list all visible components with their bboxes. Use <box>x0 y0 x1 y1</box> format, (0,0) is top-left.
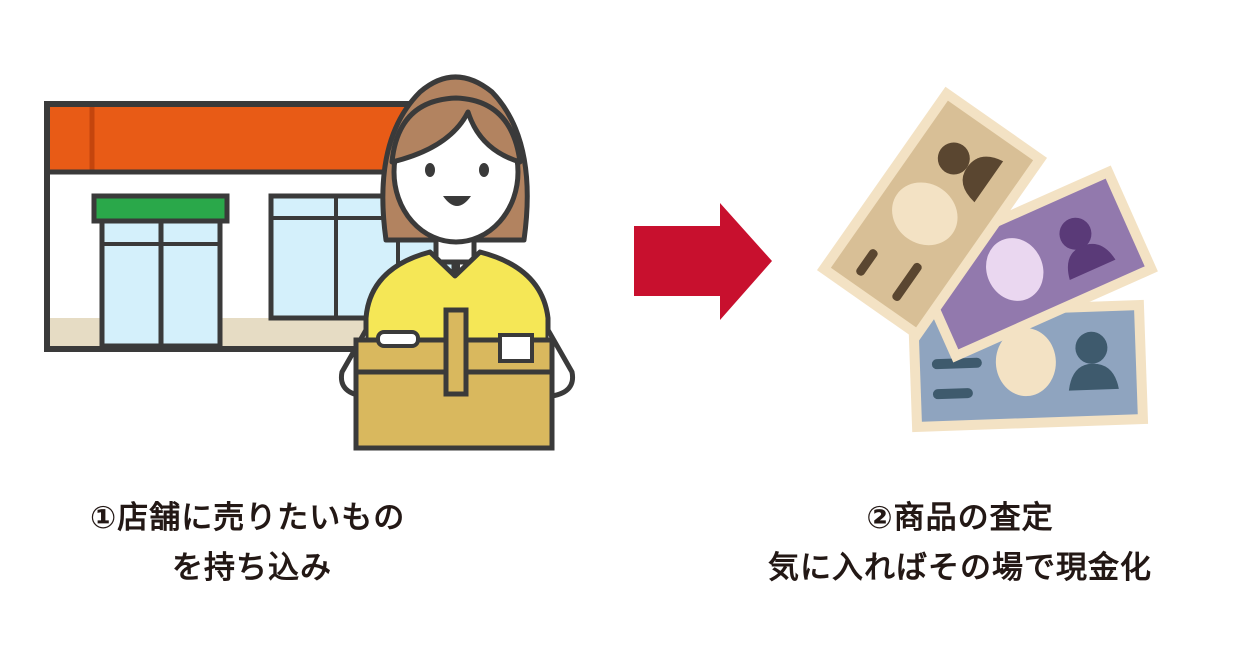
step-1-caption: ①店舗に売りたいもの を持ち込み <box>90 493 405 593</box>
step-2-caption: ②商品の査定 気に入ればその場で現金化 <box>700 493 1220 593</box>
step-2-caption-line2: 気に入ればその場で現金化 <box>768 550 1152 586</box>
right-arrow-icon <box>634 203 772 320</box>
banknotes-icon <box>816 86 1158 433</box>
step-2-caption-line1: ②商品の査定 <box>866 500 1054 536</box>
illustration <box>44 74 1158 451</box>
step-1-caption-line2: を持ち込み <box>172 550 332 586</box>
step-1-caption-line1: ①店舗に売りたいもの <box>90 500 406 536</box>
woman-holding-box-icon <box>338 74 576 451</box>
